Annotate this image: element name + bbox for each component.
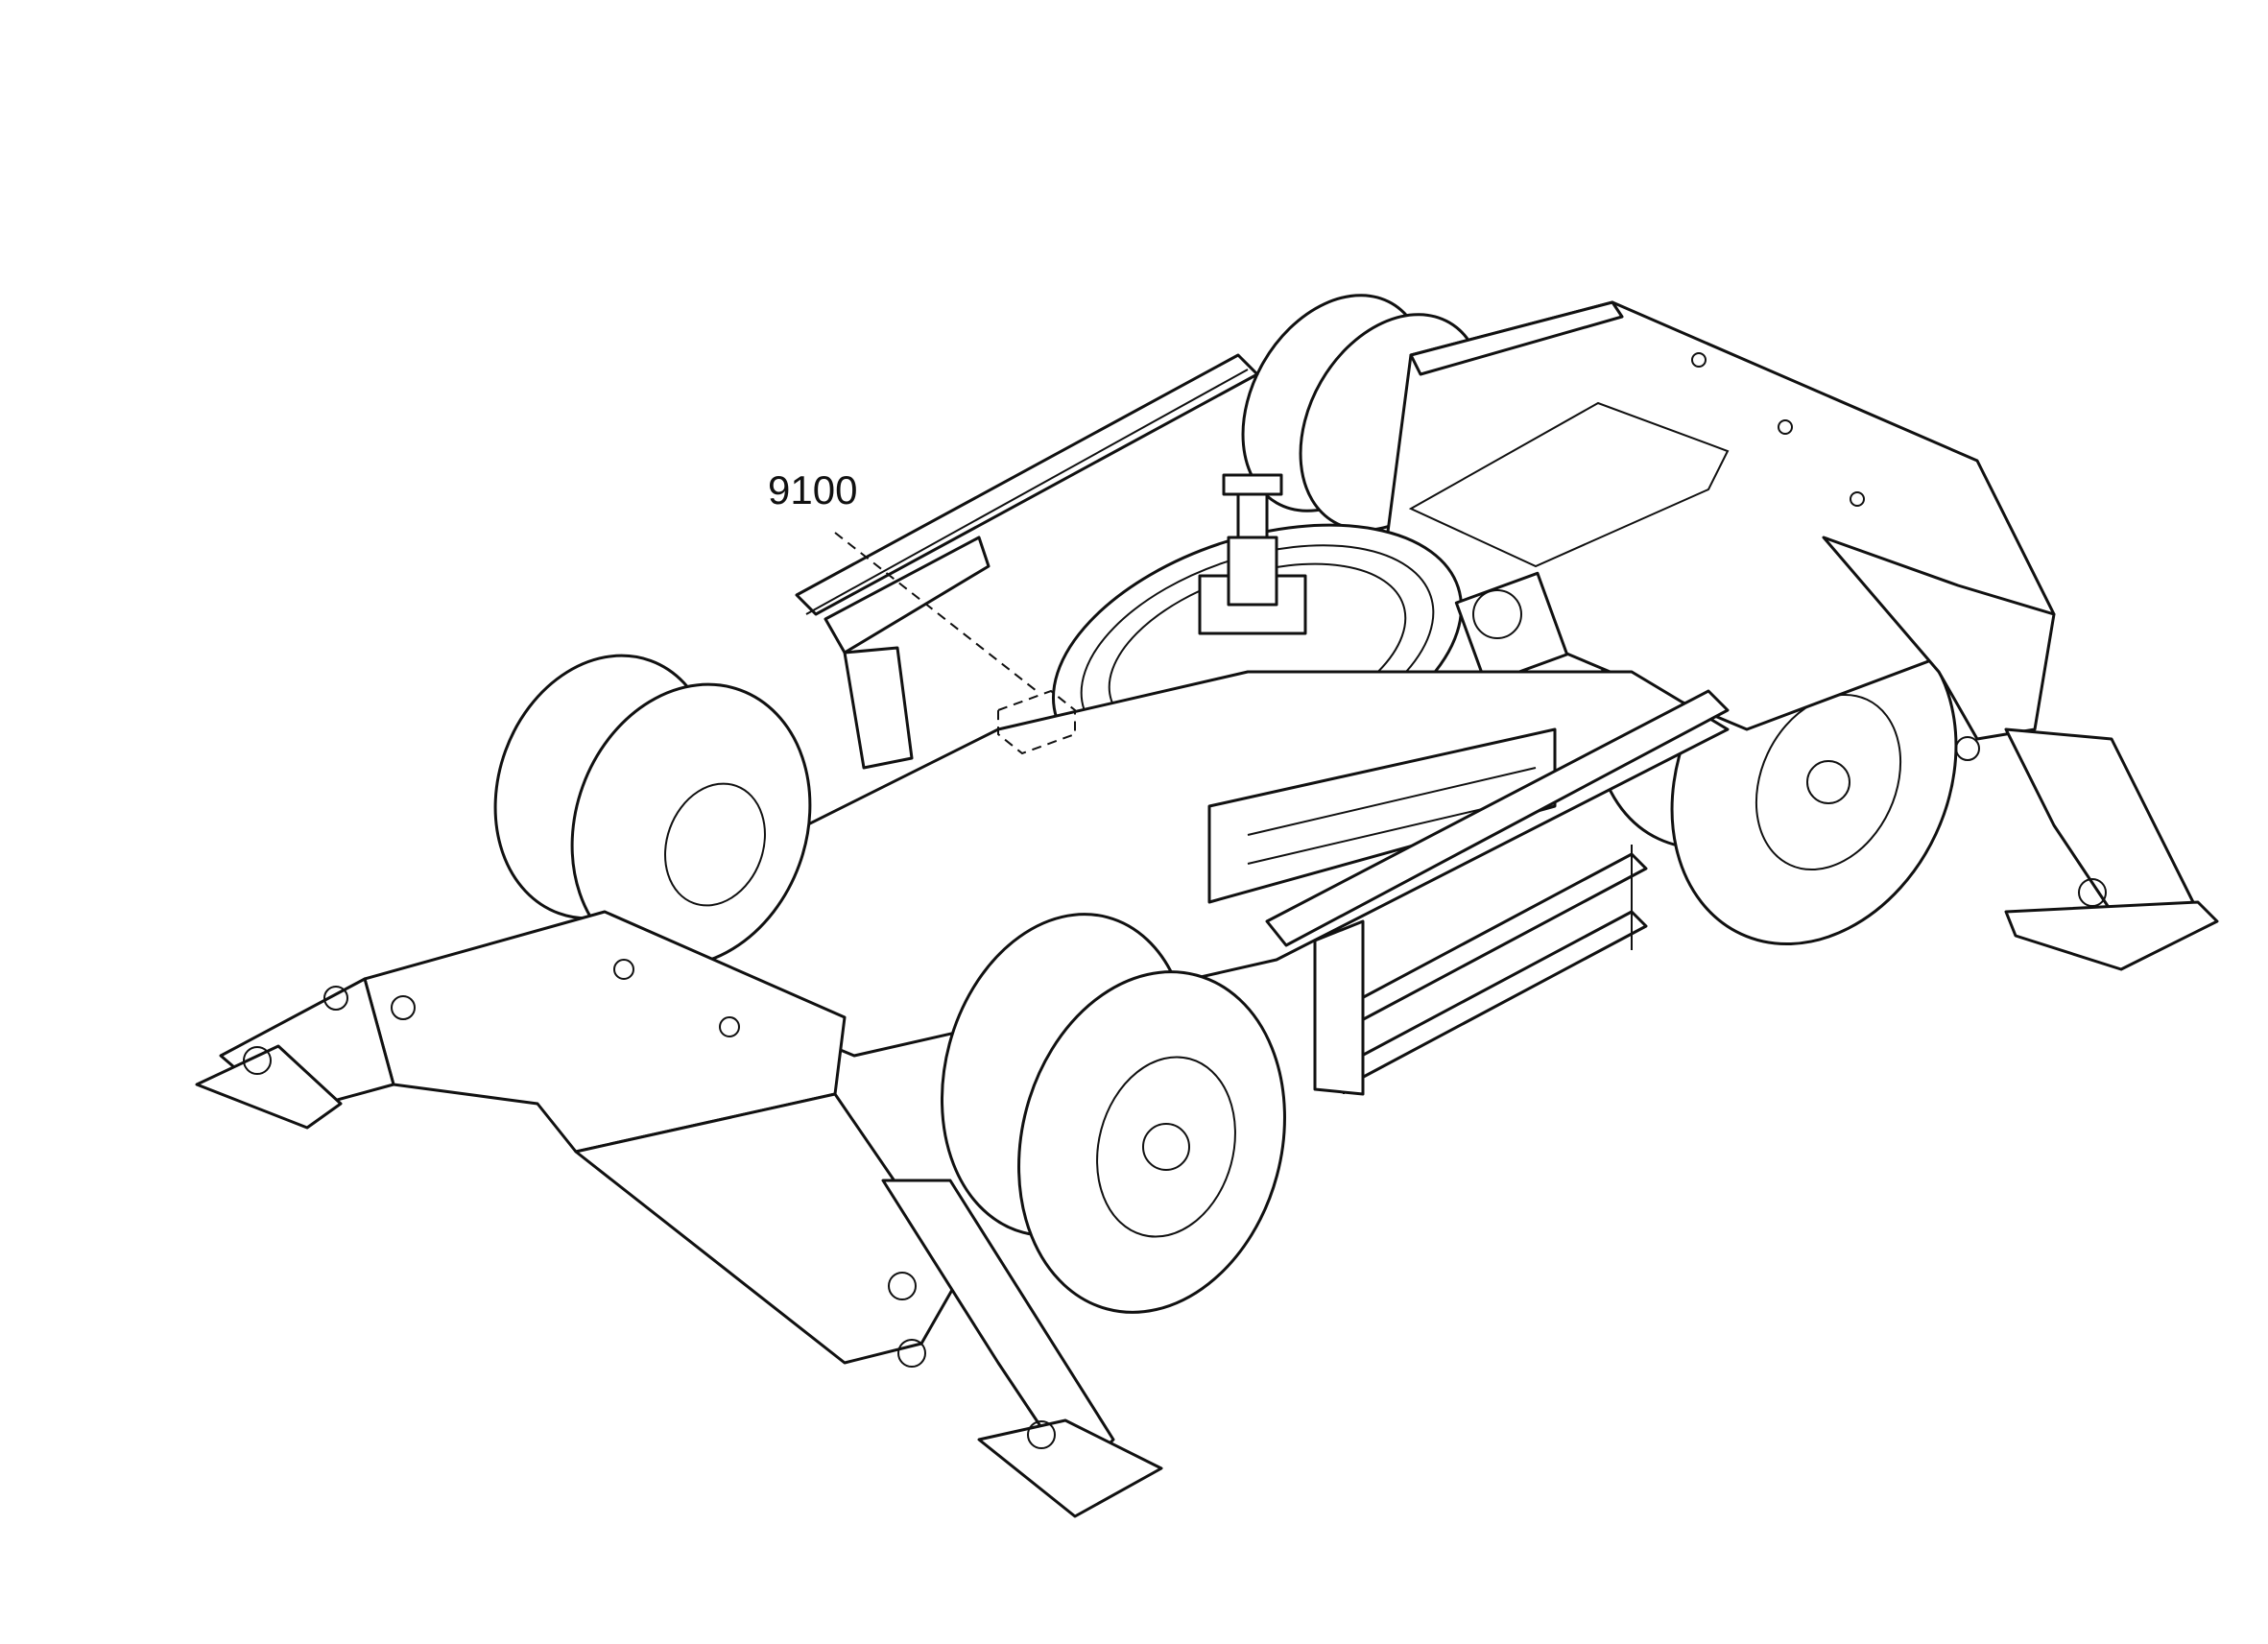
front-right-outrigger	[881, 1179, 1163, 1518]
callout-leader-line	[834, 532, 1038, 692]
front-right-wheel-pair	[940, 913, 1286, 1314]
front-beam	[363, 910, 962, 1365]
front-left-outrigger	[195, 977, 395, 1130]
callout-9100: 9100	[768, 467, 1076, 755]
callout-target-box	[997, 689, 1076, 755]
right-steps	[1265, 689, 1730, 1096]
front-left-wheel-pair	[493, 654, 812, 968]
hydraulic-block	[1454, 571, 1569, 686]
left-walkway	[795, 353, 1259, 770]
callout-label: 9100	[768, 467, 857, 512]
rear-right-outrigger	[1822, 536, 2219, 971]
main-chassis	[574, 670, 1730, 1058]
